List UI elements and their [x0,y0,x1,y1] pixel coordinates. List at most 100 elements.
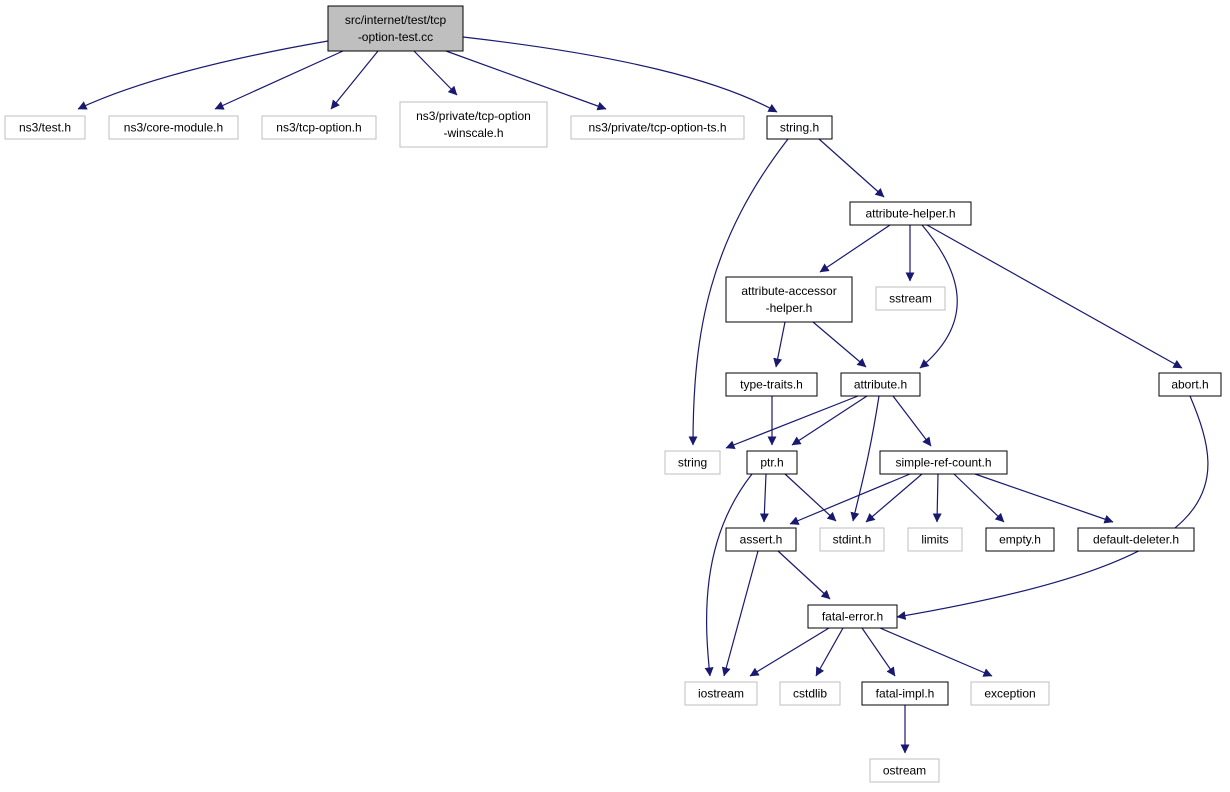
node-string: string [664,450,721,475]
node-fatal-error-h[interactable]: fatal-error.h [807,604,898,629]
node-label: type-traits.h [740,378,803,392]
node-label: src/internet/test/tcp [345,13,447,27]
node-stdint-h: stdint.h [819,527,885,552]
node-label: string.h [780,121,819,135]
node-box [907,527,963,552]
edge-attribute-h-to-simple-ref-count-h [892,395,932,447]
node-label: assert.h [740,533,783,547]
node-limits: limits [907,527,963,552]
node-label: ns3/test.h [19,121,71,135]
edge-simple-ref-count-h-to-limits [932,473,942,523]
node-label: attribute.h [854,378,907,392]
node-box [861,681,949,706]
node-box [570,115,745,140]
node-label: attribute-helper.h [865,207,955,221]
node-box [746,450,798,475]
node-attribute-h[interactable]: attribute.h [840,372,921,397]
node-label: iostream [698,687,744,701]
node-label: -option-test.cc [358,30,433,44]
node-tcp-option-ts-h: ns3/private/tcp-option-ts.h [570,115,745,140]
node-label: empty.h [999,533,1041,547]
node-label: exception [984,687,1035,701]
node-label: ns3/core-module.h [124,121,223,135]
edge-simple-ref-count-h-to-assert-h [789,473,911,525]
node-fatal-impl-h[interactable]: fatal-impl.h [861,681,949,706]
edge-simple-ref-count-h-to-default-deleter-h [974,473,1114,524]
node-exception: exception [970,681,1050,706]
node-box [985,527,1055,552]
node-box [1158,372,1222,397]
edge-attribute-accessor-helper-h-to-attribute-h [812,321,867,368]
node-test-h: ns3/test.h [4,115,86,140]
node-box [4,115,86,140]
node-label: fatal-error.h [822,610,883,624]
edge-attribute-h-to-string [725,395,859,450]
node-label: fatal-impl.h [876,687,935,701]
edge-fatal-error-h-to-cstdlib [815,627,844,677]
node-attribute-helper-h[interactable]: attribute-helper.h [849,201,972,226]
node-type-traits-h[interactable]: type-traits.h [725,372,818,397]
node-label: ns3/private/tcp-option-ts.h [588,121,726,135]
edge-attribute-h-to-ptr-h [791,395,868,446]
node-label: sstream [889,292,932,306]
edge-fatal-error-h-to-iostream [749,627,830,677]
edge-fatal-error-h-to-exception [879,627,993,677]
edge-root-to-string-h [462,36,778,113]
node-label: simple-ref-count.h [895,456,991,470]
node-root[interactable]: src/internet/test/tcp -option-test.cc [327,5,464,52]
edge-ptr-h-to-iostream [704,473,753,677]
node-abort-h[interactable]: abort.h [1158,372,1222,397]
node-box [869,758,940,783]
edge-attribute-h-to-stdint-h [850,395,880,522]
edge-assert-h-to-fatal-error-h [777,550,831,600]
node-label: string [678,456,707,470]
node-box [875,286,946,311]
node-box [725,372,818,397]
node-box [849,201,972,226]
node-label: cstdlib [793,687,827,701]
node-simple-ref-count-h[interactable]: simple-ref-count.h [879,450,1008,475]
node-label: -helper.h [766,301,813,315]
edge-ptr-h-to-assert-h [759,473,769,523]
node-iostream: iostream [684,681,758,706]
edge-root-to-test-h [77,40,329,110]
node-cstdlib: cstdlib [779,681,841,706]
node-assert-h[interactable]: assert.h [725,527,797,552]
node-box [766,115,833,140]
node-ostream: ostream [869,758,940,783]
edge-root-to-tcp-option-h [330,50,379,110]
node-box [1077,527,1195,552]
node-tcp-option-h: ns3/tcp-option.h [261,115,377,140]
node-box [840,372,921,397]
node-box [819,527,885,552]
node-label: ns3/private/tcp-option [416,109,531,123]
node-box [970,681,1050,706]
node-string-h[interactable]: string.h [766,115,833,140]
edge-assert-h-to-iostream [721,550,759,677]
edge-abort-h-to-fatal-error-h [896,395,1209,620]
edge-root-to-core-module-h [214,50,344,110]
edge-ptr-h-to-stdint-h [784,473,837,522]
edge-root-to-tcp-option-winscale-h [413,50,458,96]
node-label: ostream [883,764,926,778]
node-box [399,101,548,148]
node-label: stdint.h [833,533,872,547]
node-box [725,527,797,552]
node-box [879,450,1008,475]
node-tcp-option-winscale-h: ns3/private/tcp-option -winscale.h [399,101,548,148]
edge-attribute-helper-h-to-abort-h [926,224,1183,369]
node-label: -winscale.h [443,126,503,140]
node-sstream: sstream [875,286,946,311]
node-empty-h[interactable]: empty.h [985,527,1055,552]
node-default-deleter-h[interactable]: default-deleter.h [1077,527,1195,552]
edge-simple-ref-count-h-to-stdint-h [865,473,923,523]
node-label: attribute-accessor [741,284,836,298]
node-box [261,115,377,140]
edge-simple-ref-count-h-to-empty-h [953,473,1005,523]
edge-string-h-to-string [688,138,789,446]
node-attribute-accessor-helper-h[interactable]: attribute-accessor -helper.h [725,276,853,323]
edge-attribute-helper-h-to-attribute-accessor-helper-h [819,224,891,273]
edge-string-h-to-attribute-helper-h [818,138,885,198]
node-box [725,276,853,323]
node-ptr-h[interactable]: ptr.h [746,450,798,475]
